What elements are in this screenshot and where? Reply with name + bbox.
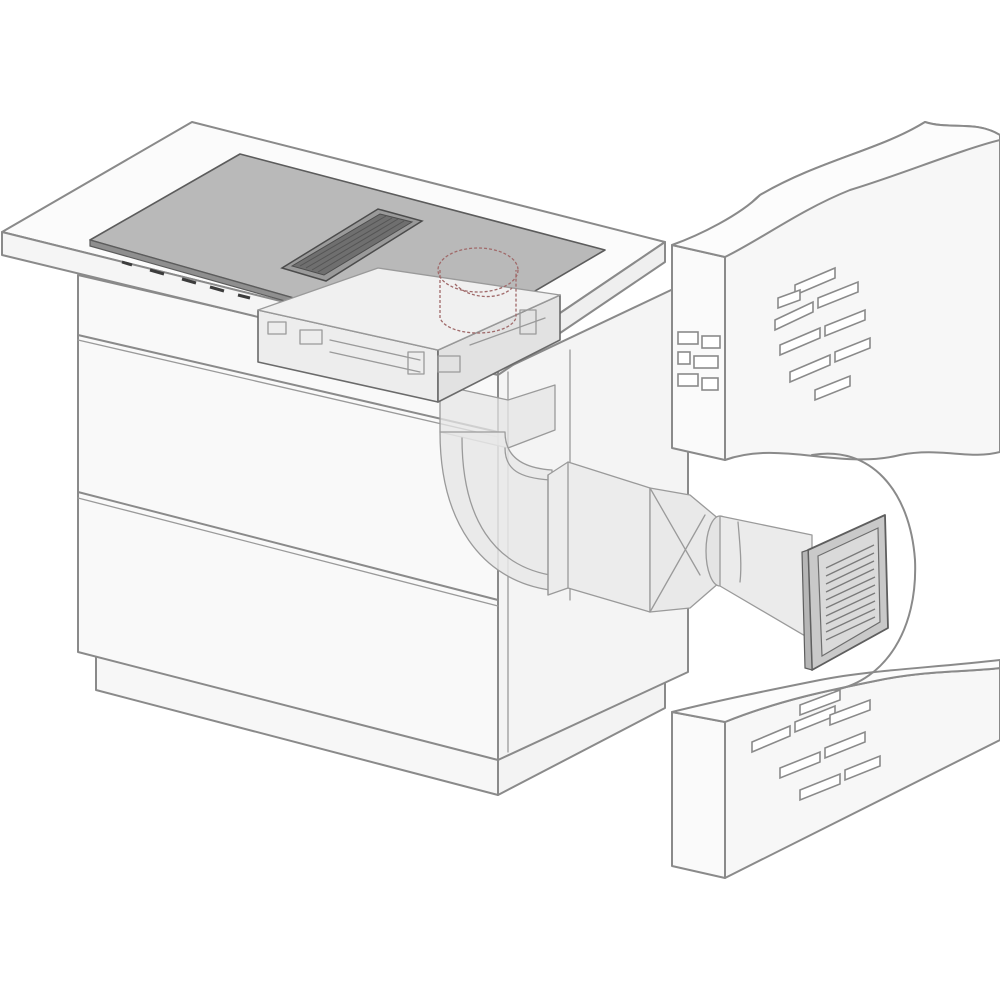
wall-lower-top [671, 659, 1000, 723]
elbow-duct-icon [439, 384, 813, 641]
drawer-divider-bottom [77, 491, 499, 601]
fan-housing-hidden-outline [437, 247, 519, 334]
downdraft-vent-icon [280, 208, 424, 282]
brick-wall-icon [671, 121, 1000, 879]
bricks-upper-front [677, 331, 721, 391]
transition-diagonal-1 [649, 487, 701, 576]
motor-housing-top [257, 267, 561, 351]
round-duct-connector [705, 515, 813, 641]
motor-side-clip [519, 309, 537, 335]
motor-connector [299, 329, 323, 345]
duct-elbow [439, 431, 553, 591]
wall-upper-top [671, 121, 1000, 258]
wall-vent-grille-icon [801, 514, 889, 671]
grille-depth-edge [801, 549, 813, 671]
wall-lower-front [671, 711, 726, 879]
motor-bracket-left [267, 321, 287, 335]
wall-opening-edge [811, 452, 917, 691]
drawer-divider-top [77, 334, 499, 433]
drawer-divider-inner-2 [77, 497, 499, 607]
duct-elbow-inner-curve [461, 437, 551, 576]
hob-control-strip [121, 260, 251, 300]
duct-elbow-back [504, 447, 551, 481]
bricks-upper [774, 266, 871, 402]
motor-outlet-clip [437, 355, 461, 373]
fan-motor-unit-icon [257, 247, 561, 403]
bricks-lower [751, 688, 881, 802]
grille-louvres [825, 544, 876, 641]
duct-horizontal-section [547, 461, 651, 613]
transition-diagonal-2 [649, 514, 706, 613]
drawer-divider-inner [77, 339, 499, 438]
grille-face [817, 527, 881, 658]
kitchen-island-cabinet [77, 274, 689, 796]
motor-terminal [407, 351, 425, 375]
